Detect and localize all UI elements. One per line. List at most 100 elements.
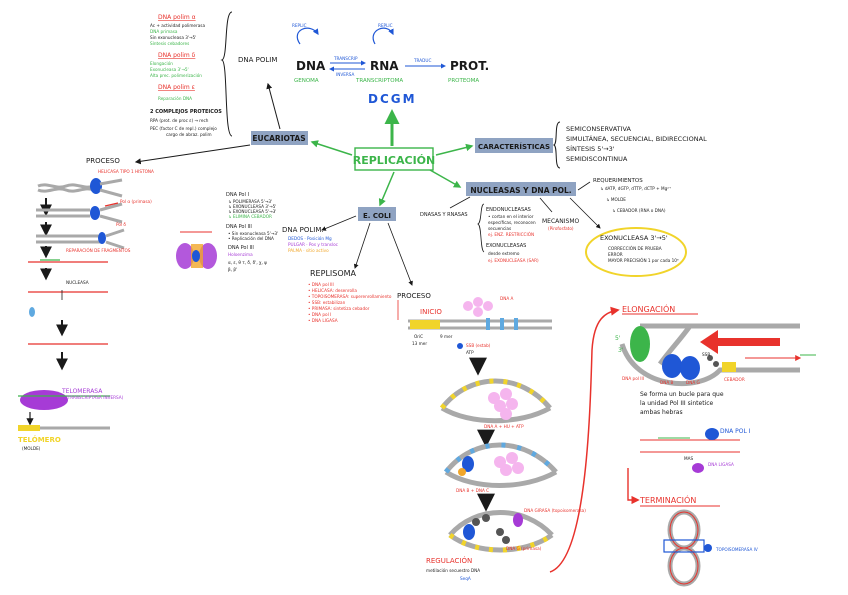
exo-line-2: ej. EXONUCLEASA (SAR) — [488, 258, 539, 263]
endo-line-3: secuencias — [488, 226, 511, 231]
ecoli-bubble-3: DNA GIRASA (topoisomerasa) DNA G (primas… — [448, 508, 586, 553]
pol-lobe-right — [199, 243, 217, 269]
pol-delta-blob — [98, 232, 106, 244]
exonucleasa-label: EXONUCLEASA 3'→5' — [600, 234, 668, 242]
arrow-to-dna-polim — [266, 82, 281, 130]
dna-ligasa-label: DNA LIGASA — [708, 462, 734, 467]
reparacion-note: REPARACIÓN DE FRAGMENTOS — [66, 248, 131, 253]
replic-label-rna: REPLIC — [378, 23, 393, 28]
euk-fork-3: Pol δ — [36, 222, 126, 250]
telomero-group: TELÓMERO (MOLDE) — [18, 425, 110, 451]
pulgar-label: PULGAR · Pos y transloc — [288, 242, 339, 247]
terminus-box — [663, 539, 705, 553]
endo-line-1: • cortan en el interior — [488, 214, 534, 219]
arrow-to-ecoli-proceso — [387, 222, 413, 286]
replisoma-item-1: • DNA pol III — [308, 282, 334, 287]
helicase-blob — [90, 178, 102, 194]
replic-label-dna: REPLIC — [292, 23, 307, 28]
pol-i-item-2: ↳ EXONUCLEASA 3'→5' — [228, 204, 276, 209]
caracteristicas-label: CARACTERÍSTICAS — [478, 142, 550, 151]
euk-fork-2: Pol α (primasa) — [36, 199, 152, 224]
elongacion-branch: ELONGACIÓN 5' 3' DNA pol III DNA B DNA G… — [615, 303, 816, 473]
caract-item-1: SEMICONSERVATIVA — [566, 125, 632, 133]
pol-alpha-line3: Sin exonucleasa 3'→5' — [150, 35, 196, 40]
pol-delta-line3: Alta prec. polimerización — [150, 73, 202, 78]
dna-a-blob-3 — [500, 464, 512, 476]
pol-delta-name: DNA polim δ — [158, 52, 196, 59]
arrow-to-replisoma — [353, 222, 371, 269]
exo-line-1: desde extremo — [488, 251, 520, 256]
pol-i-blob — [705, 428, 719, 440]
center-node: REPLICACIÓN — [310, 109, 474, 207]
regulacion-label: REGULACIÓN — [426, 556, 472, 565]
dna-g-1 — [472, 518, 480, 526]
atp-note: ATP — [466, 350, 474, 355]
endo-line-4: ej. ENZ. RESTRICCIÓN — [488, 232, 534, 237]
pol-iii-line-2: • Replicación del DNA — [228, 236, 274, 241]
eucariotas-branch: EUCARIOTAS DNA POLIM DNA polim α Ac + ac… — [18, 11, 308, 451]
elong-pol-iii-label: DNA pol III — [622, 376, 644, 381]
arrow-to-ecoli — [378, 171, 395, 207]
chromatin-strand — [37, 183, 95, 189]
replisoma-label: REPLISOMA — [310, 269, 357, 278]
replisoma-item-3: • TOPOISOMERASA: superenrollamiento — [308, 294, 392, 299]
ecoli-bubble-1: DNA A + HU + ATP — [440, 378, 552, 429]
ori-9mer-1 — [486, 318, 490, 330]
requerimientos-label: REQUERIMIENTOS — [593, 178, 643, 184]
dna-a-blob-4 — [506, 398, 518, 410]
elong-ssb-label: SSB — [702, 352, 710, 357]
bubble-bottom — [448, 532, 554, 553]
ssb-dot — [457, 343, 463, 349]
pol-alpha-line2: DNA primasa — [150, 29, 178, 34]
req-item-2: ↳ MOLDE — [606, 197, 626, 202]
bubble-top-marks — [440, 378, 552, 410]
ori-9mer-2 — [500, 318, 504, 330]
replisoma-item-5: • PRIMASA: sintetiza cebador — [308, 306, 370, 311]
dcgm-label: DCGM — [368, 92, 417, 106]
arrow-to-terminacion — [627, 468, 640, 505]
fork-top — [99, 202, 123, 212]
exo-box-line-1: CORRECCIÓN DE PRUEBA — [608, 246, 662, 251]
dna-b-3 — [463, 524, 475, 540]
oric-note: OriC — [414, 334, 423, 339]
girasa-blob — [513, 513, 523, 527]
pol-i-item-1: ↳ POLIMERASA 5'→3' — [228, 199, 272, 204]
pol-i-title: DNA Pol I — [226, 192, 249, 198]
regulacion-group: REGULACIÓN metilación secuestro DNA SeqA — [426, 556, 480, 581]
bubble-bottom — [440, 405, 552, 424]
pol-blob — [90, 206, 100, 220]
nucleasa-note: NUCLEASA — [66, 280, 89, 285]
dna-c-left — [458, 468, 466, 476]
terminacion-branch: TERMINACIÓN TOPOISOMERASA IV — [639, 494, 758, 587]
elong-cebador-label: CEBADOR — [724, 377, 745, 382]
complejo-1: RPA (prot. de proc ε) → rech — [150, 118, 209, 123]
inversa-label: INVERSA — [336, 72, 355, 77]
caract-item-3: SÍNTESIS 5'→3' — [566, 144, 615, 153]
mas-label: MAS — [684, 456, 693, 461]
inicio-label: INICIO — [420, 308, 442, 316]
center-title: REPLICACIÓN — [353, 154, 435, 167]
pol-iii-line-3: DNA Pol III — [228, 245, 254, 251]
topo-iv-label: TOPOISOMERASA IV — [715, 547, 758, 552]
telomero-sub: (MOLDE) — [22, 446, 41, 451]
telomerasa-group: TELOMERASA (TRANSCRIPTASA INVERSA) — [18, 388, 124, 410]
dna-pol-structure — [176, 231, 217, 269]
pol-epsilon-line1: Reparación DNA — [158, 96, 192, 101]
telomere-cap — [18, 425, 40, 431]
pol-alpha-line4: Síntesis cebadores — [150, 41, 189, 46]
dedos-label: DEDOS · Posición Mg — [288, 236, 332, 241]
complejo-2: PEC (factor C de repl.) complejo — [150, 126, 217, 131]
elongacion-label: ELONGACIÓN — [622, 303, 675, 314]
nuclease-blob — [29, 307, 35, 317]
bubble-bottom — [444, 469, 558, 488]
pol-i-item-4: ↳ ELIMINA CEBADOR — [228, 214, 272, 219]
elong-note-3: ambas hebras — [640, 409, 683, 416]
dna-a-3 — [483, 301, 493, 311]
girasa-note: DNA GIRASA (topoisomerasa) — [524, 508, 586, 513]
pol-delta-line2: Exonucleasa 3'→5' — [150, 67, 189, 72]
req-item-1: ↳ dATP, dGTP, dTTP, dCTP + Mg²⁺ — [600, 186, 671, 191]
regulacion-sub-2: SeqA — [460, 576, 471, 581]
arrow-to-elongacion — [549, 306, 620, 573]
fork-arm — [657, 324, 693, 366]
circle-bottom-red — [669, 547, 699, 585]
